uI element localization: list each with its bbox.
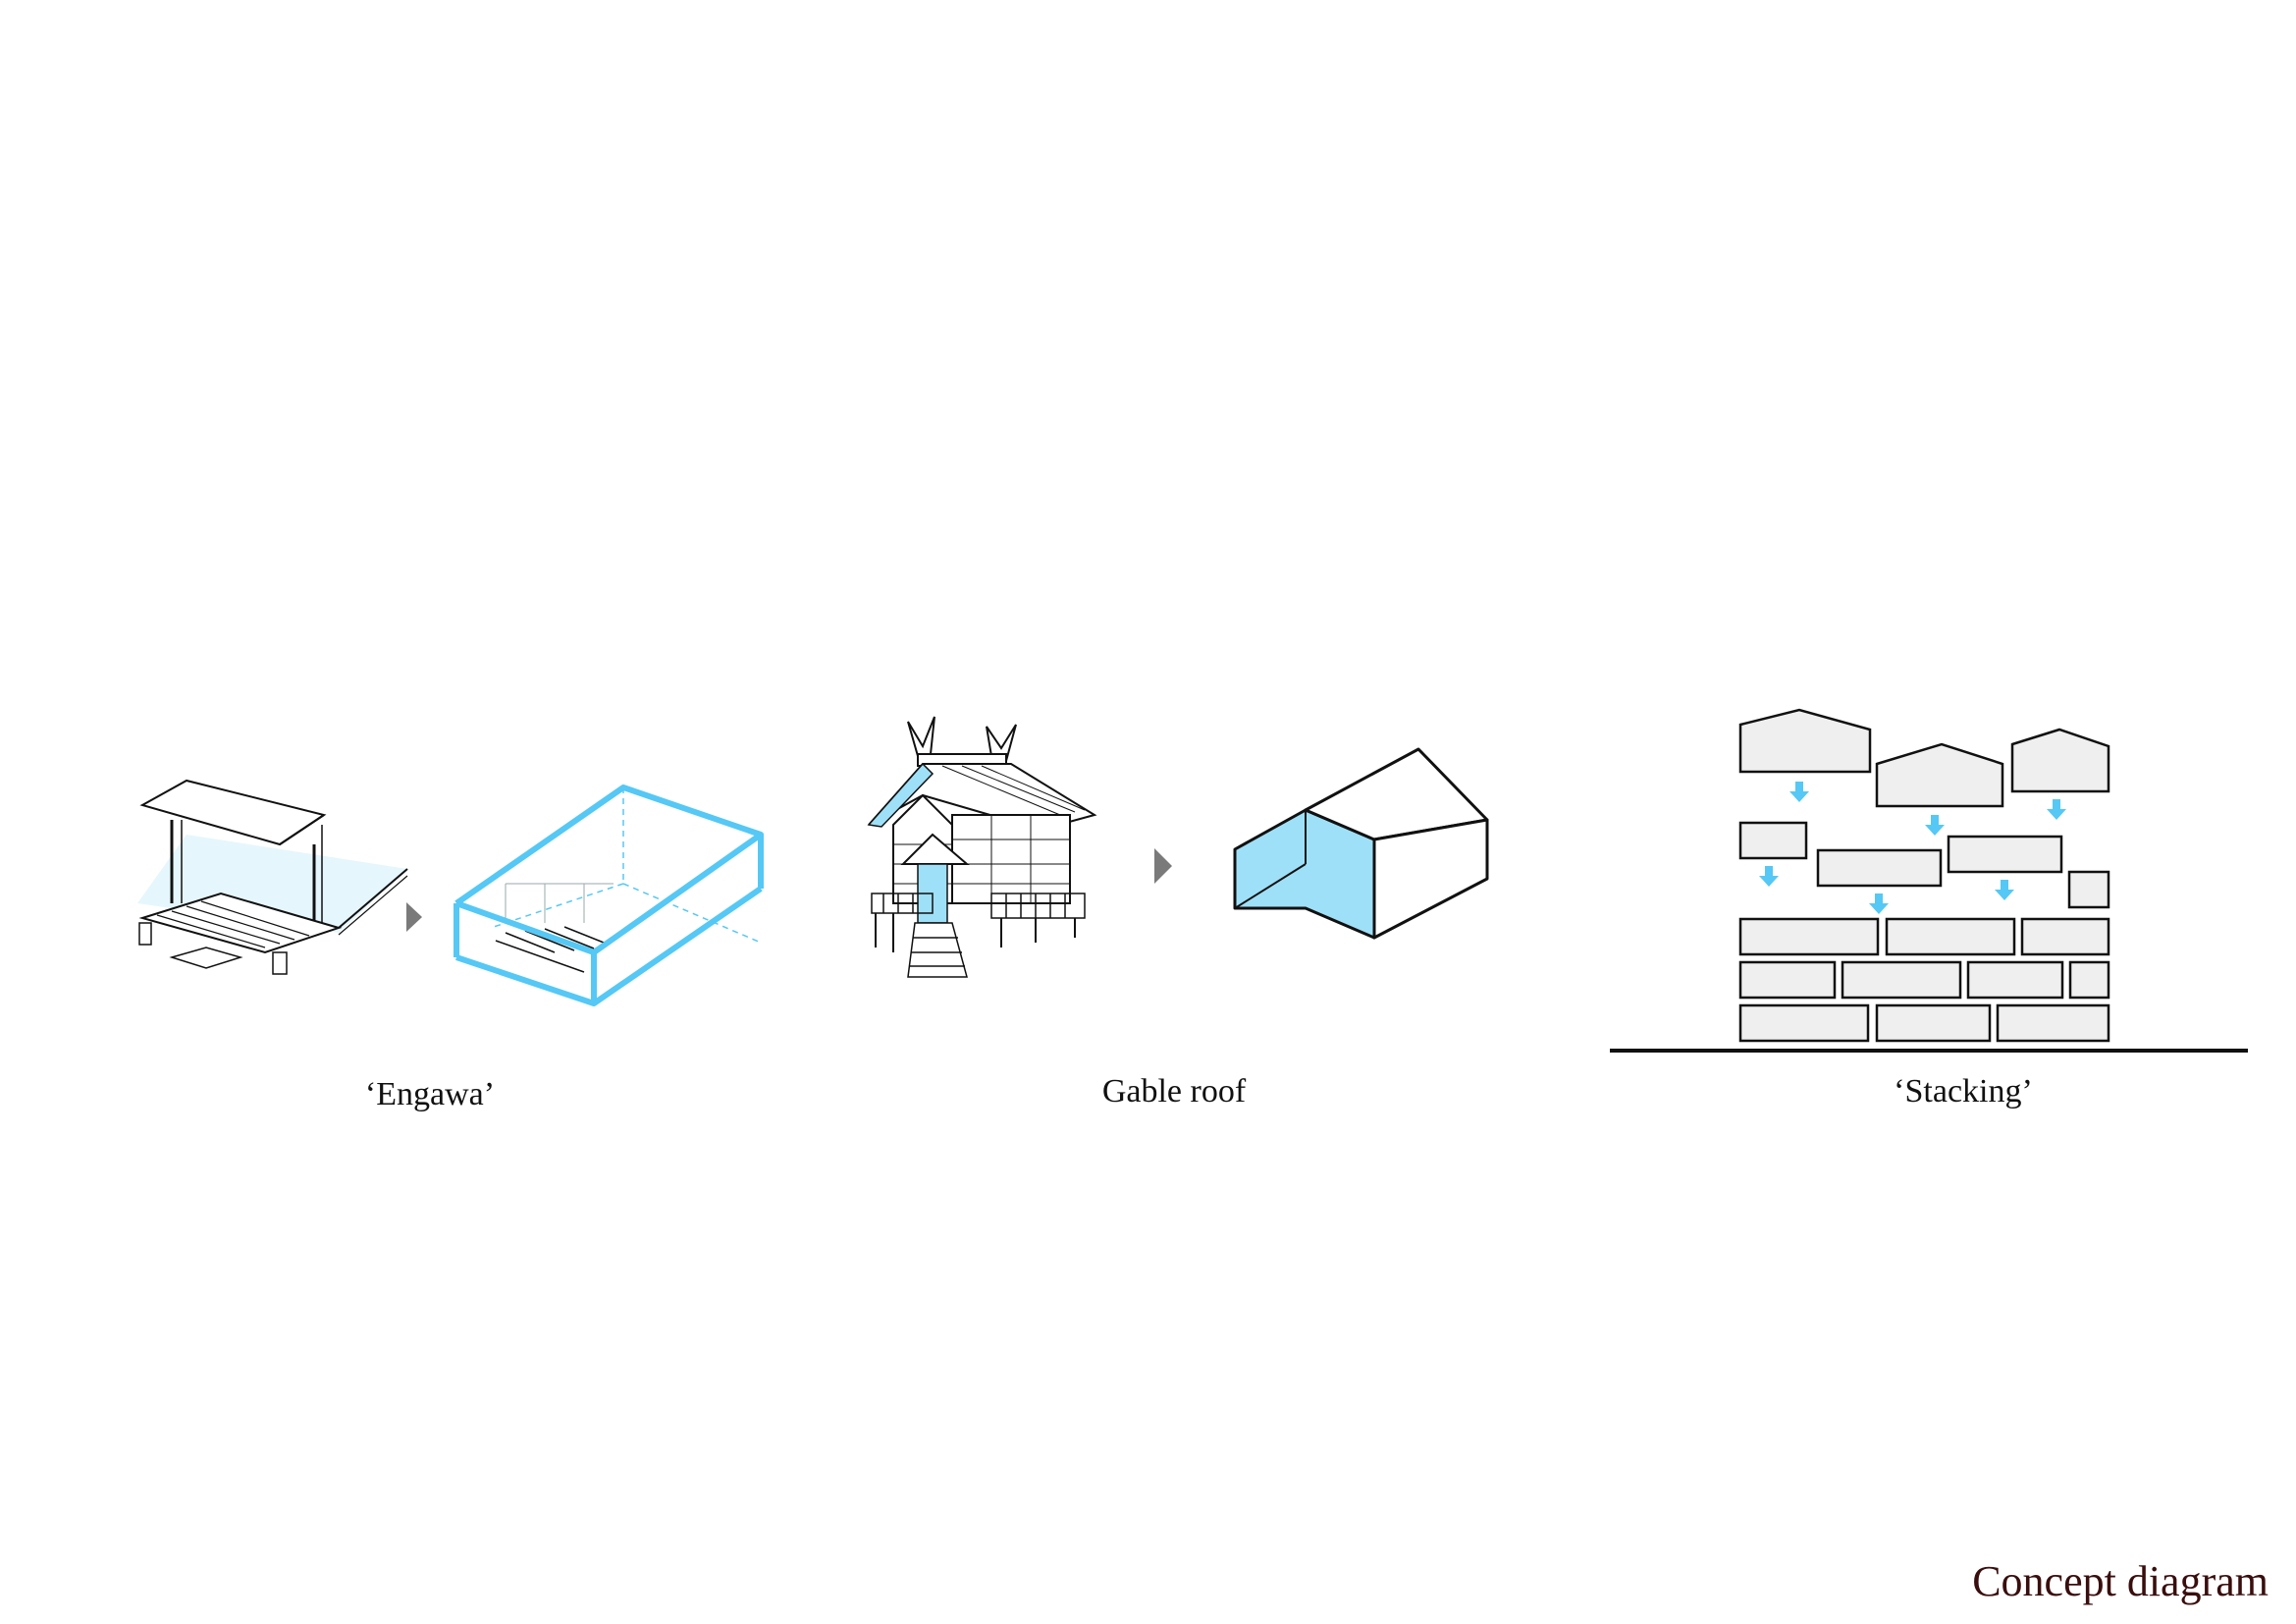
stacked-block	[1738, 1003, 1870, 1043]
arrow-right-icon	[1154, 848, 1172, 884]
gable-house-diagram	[1233, 747, 1489, 940]
gable-block	[1738, 708, 1872, 774]
caption-stacking: ‘Stacking’	[1894, 1073, 2033, 1110]
falling-block	[1816, 848, 1943, 888]
stacked-block	[2068, 960, 2110, 1000]
falling-block	[1947, 835, 2063, 874]
shrine-sketch	[867, 716, 1097, 978]
stacking-diagram	[1610, 708, 2248, 1053]
engawa-sketch	[137, 779, 408, 975]
arrow-right-icon	[406, 902, 422, 932]
stacked-block	[1875, 1003, 1992, 1043]
gable-block	[2010, 728, 2110, 793]
stacked-block	[1738, 960, 1837, 1000]
falling-block	[2067, 870, 2110, 909]
stacked-block	[1996, 1003, 2110, 1043]
stacked-block	[1966, 960, 2064, 1000]
stacked-block	[1885, 917, 2016, 956]
engawa-box-diagram	[454, 785, 764, 1006]
gable-block	[1875, 742, 2004, 808]
falling-block	[1738, 821, 1808, 860]
stacked-block	[2020, 917, 2110, 956]
stacked-block	[1841, 960, 1962, 1000]
caption-gable-roof: Gable roof	[1101, 1073, 1247, 1110]
stacked-block	[1738, 917, 1880, 956]
down-arrow-icon	[1759, 782, 2066, 914]
page-title: Concept diagram	[1972, 1557, 2269, 1605]
caption-engawa: ‘Engawa’	[364, 1076, 496, 1112]
